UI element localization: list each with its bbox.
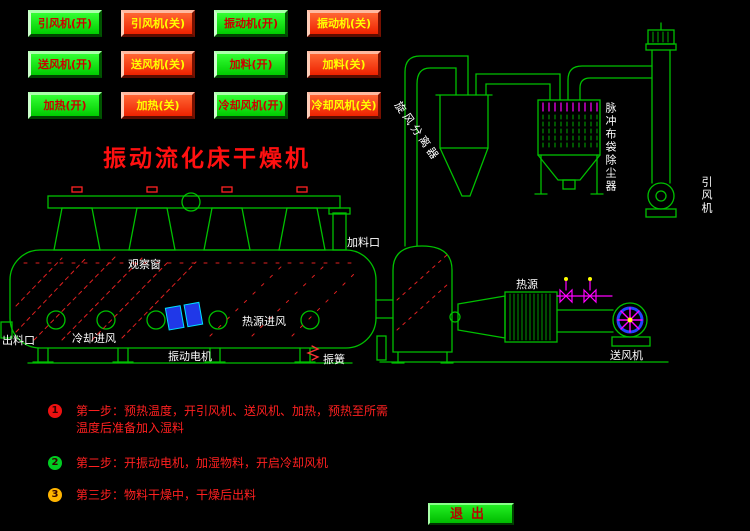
cooling-air-inlet-label: 冷却进风: [72, 332, 116, 345]
cooling-fan-on-button[interactable]: 冷却风机(开): [214, 92, 288, 119]
induced-fan-label: 引风机: [700, 176, 713, 215]
vibrator-on-button[interactable]: 振动机(开): [214, 10, 288, 37]
heat-off-button[interactable]: 加热(关): [121, 92, 195, 119]
observation-window-label: 观察窗: [128, 258, 161, 271]
discharge-port-label: 出料口: [2, 334, 35, 347]
control-panel: 引风机(开) 引风机(关) 振动机(开) 振动机(关) 送风机(开) 送风机(关…: [28, 10, 381, 119]
step-3-dot: 3: [48, 488, 62, 502]
step-2-line1: 第二步：开振动电机，加湿物料，开启冷却风机: [76, 456, 329, 470]
heat-source-label: 热源: [516, 278, 538, 291]
page-title: 振动流化床干燥机: [103, 146, 311, 172]
induced-fan-on-button[interactable]: 引风机(开): [28, 10, 102, 37]
vibrator-off-button[interactable]: 振动机(关): [307, 10, 381, 37]
vibration-motor-label: 振动电机: [168, 350, 212, 363]
vibration-motor-block: [164, 301, 204, 331]
step-2: 2 第二步：开振动电机，加湿物料，开启冷却风机: [48, 455, 328, 472]
feed-on-button[interactable]: 加料(开): [214, 51, 288, 78]
bag-filter-label: 脉冲布袋除尘器: [604, 102, 617, 193]
dryer: [0, 186, 394, 364]
step-1: 1 第一步：预热温度，开引风机、送风机、加热，预热至所需 温度后准备加入湿料: [48, 403, 388, 437]
step-1-line1: 第一步：预热温度，开引风机、送风机、加热，预热至所需: [76, 404, 389, 418]
cyclone-separator: [435, 73, 561, 197]
step-1-dot: 1: [48, 404, 62, 418]
blower-off-button[interactable]: 送风机(关): [121, 51, 195, 78]
heat-air-inlet-label: 热源进风: [242, 315, 286, 328]
blower-fan: [611, 302, 651, 347]
cooling-fan-off-button[interactable]: 冷却风机(关): [307, 92, 381, 119]
feed-off-button[interactable]: 加料(关): [307, 51, 381, 78]
induced-draft-fan: [645, 22, 677, 218]
blower-on-button[interactable]: 送风机(开): [28, 51, 102, 78]
step-2-dot: 2: [48, 456, 62, 470]
blower-label: 送风机: [610, 349, 643, 362]
heat-exchanger: [449, 277, 614, 343]
step-3-line1: 第三步：物料干燥中，干燥后出料: [76, 488, 257, 502]
feed-port-label: 加料口: [347, 236, 380, 249]
heat-on-button[interactable]: 加热(开): [28, 92, 102, 119]
vibration-spring-label: 振簧: [323, 353, 345, 366]
induced-fan-off-button[interactable]: 引风机(关): [121, 10, 195, 37]
bag-dust-collector: [534, 65, 653, 195]
exit-button[interactable]: 退出: [428, 503, 514, 525]
step-1-line2: 温度后准备加入湿料: [76, 421, 185, 435]
step-3: 3 第三步：物料干燥中，干燥后出料: [48, 487, 256, 504]
scrubber-vessel: [379, 55, 669, 364]
